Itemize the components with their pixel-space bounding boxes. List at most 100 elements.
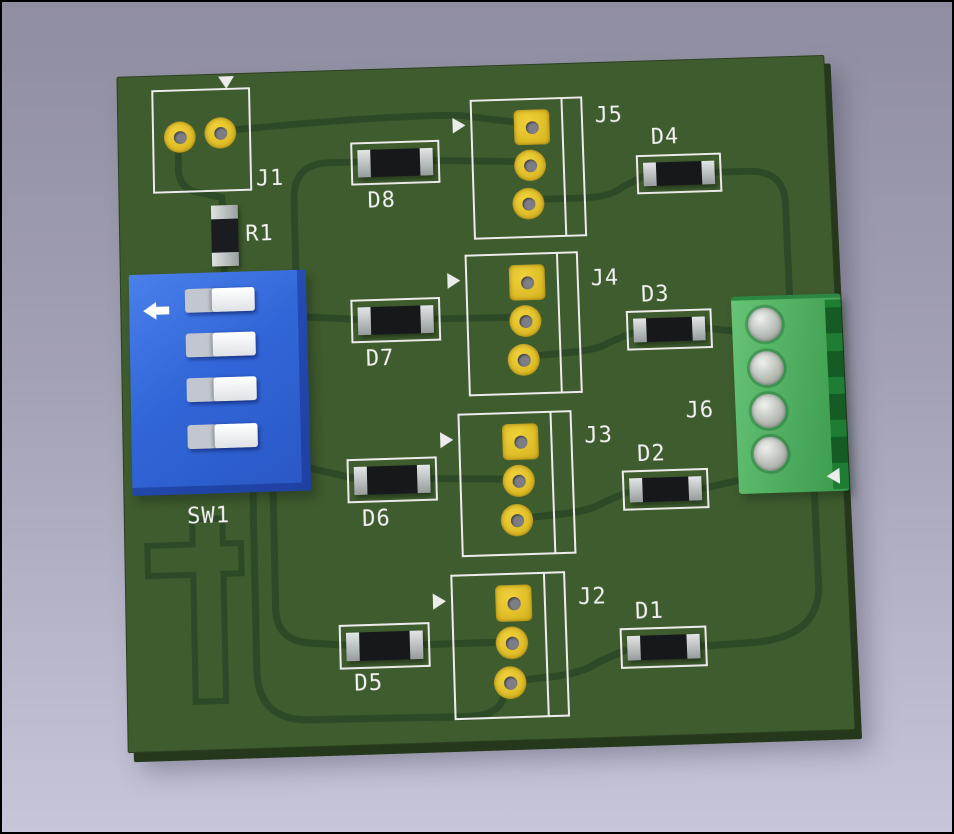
ref-label-J1: J1 — [255, 166, 285, 192]
trace-sw1-d7 — [307, 315, 357, 321]
trace-d1-j6 — [697, 483, 822, 646]
silkscreen-line — [549, 412, 557, 553]
diode-terminal — [626, 635, 641, 661]
J1-hole-1 — [173, 130, 187, 144]
diode-terminal — [345, 632, 360, 662]
terminal-screw-2 — [749, 350, 785, 386]
diode-D8 — [350, 139, 441, 186]
J4-hole-1 — [520, 275, 534, 290]
ref-label-J4: J4 — [590, 265, 620, 292]
J3-hole-2 — [511, 474, 526, 488]
J5-pad-3 — [512, 187, 545, 220]
J5-pad-2 — [513, 149, 547, 182]
slider-knob — [211, 286, 255, 313]
J1-hole-2 — [213, 126, 227, 140]
diode-terminal — [686, 633, 701, 659]
ref-label-R1: R1 — [245, 221, 274, 247]
wire-entry-notch — [826, 350, 845, 378]
diode-D2 — [621, 467, 710, 511]
J1-pin1-marker-icon — [218, 76, 235, 90]
terminal-block-side — [824, 299, 850, 490]
resistor-R1 — [210, 204, 240, 267]
diode-terminal — [633, 318, 647, 343]
J4-pad-2 — [508, 304, 542, 338]
diode-terminal — [416, 464, 431, 494]
J3-pin1-marker-icon — [439, 431, 454, 449]
ref-label-D2: D2 — [636, 441, 667, 468]
J3-pad-3 — [500, 503, 534, 537]
diode-terminal — [642, 162, 657, 187]
diode-terminal — [629, 478, 644, 503]
resistor-terminal — [211, 251, 240, 267]
slider-knob — [213, 376, 257, 402]
arrow-tail — [155, 306, 170, 315]
J2-hole-3 — [503, 675, 517, 690]
J4-hole-3 — [517, 353, 531, 367]
resistor-terminal — [210, 204, 238, 220]
cross-copper-graphic — [147, 518, 244, 703]
ref-label-D8: D8 — [367, 188, 397, 214]
ref-label-SW1: SW1 — [186, 503, 231, 530]
ref-label-J2: J2 — [577, 584, 608, 611]
J2-hole-1 — [506, 596, 521, 610]
trace-sw1-d5 — [273, 489, 345, 647]
diode-D7 — [350, 296, 442, 344]
diode-D4 — [635, 152, 723, 195]
diode-terminal — [691, 316, 706, 341]
ref-label-J6: J6 — [685, 397, 715, 424]
J6-pin1-marker-icon — [826, 467, 841, 485]
diode-D5 — [338, 622, 431, 670]
J2-pin1-marker-icon — [432, 593, 447, 610]
diode-terminal — [688, 476, 703, 501]
dip-switch-slider-4 — [187, 422, 258, 450]
J2-pad-3 — [493, 665, 527, 700]
J5-pad-1 — [513, 109, 551, 146]
ref-label-D1: D1 — [634, 598, 665, 625]
diode-body — [629, 476, 703, 503]
connector-J2-silkscreen — [450, 571, 571, 721]
diode-terminal — [701, 160, 716, 185]
ref-label-D6: D6 — [361, 506, 392, 533]
J1-pad-1 — [163, 121, 196, 154]
J4-pad-1 — [508, 264, 546, 301]
J3-hole-1 — [513, 435, 528, 449]
connector-J1-silkscreen — [151, 87, 253, 194]
connector-J3-silkscreen — [457, 410, 577, 558]
J4-hole-2 — [518, 314, 533, 328]
diode-terminal — [420, 305, 435, 334]
J5-hole-3 — [521, 197, 536, 211]
dip-switch-SW1 — [128, 269, 312, 497]
terminal-block-J6 — [730, 293, 850, 495]
J1-pad-2 — [204, 116, 237, 150]
ref-label-J3: J3 — [583, 422, 614, 449]
slider-knob — [213, 422, 258, 449]
diode-terminal — [357, 307, 372, 336]
J2-pad-2 — [495, 626, 529, 660]
J4-pad-3 — [507, 343, 541, 377]
terminal-screw-3 — [750, 393, 787, 429]
dip-switch-arrow-icon — [143, 301, 173, 321]
J3-pad-1 — [501, 423, 540, 461]
diode-body — [357, 305, 435, 336]
ref-label-D4: D4 — [650, 124, 680, 150]
J3-hole-3 — [510, 513, 524, 527]
wire-entry-notch — [828, 393, 847, 421]
diode-terminal — [357, 149, 371, 178]
diode-body — [353, 464, 431, 496]
dip-switch-slider-2 — [185, 331, 256, 358]
silkscreen-line — [560, 98, 568, 235]
diode-body — [357, 147, 434, 178]
ref-label-D3: D3 — [640, 281, 670, 308]
diode-body — [626, 633, 701, 661]
diode-D6 — [346, 456, 438, 504]
diode-D3 — [625, 308, 714, 351]
J5-pin1-marker-icon — [452, 117, 466, 134]
J5-hole-1 — [525, 120, 539, 134]
dip-switch-slider-1 — [184, 286, 255, 313]
J3-pad-2 — [502, 464, 536, 498]
J5-hole-2 — [523, 158, 537, 172]
diode-terminal — [419, 147, 434, 176]
slider-knob — [212, 331, 256, 357]
pcb-board: J1 R1 SW1 D8 D7 — [116, 54, 856, 754]
